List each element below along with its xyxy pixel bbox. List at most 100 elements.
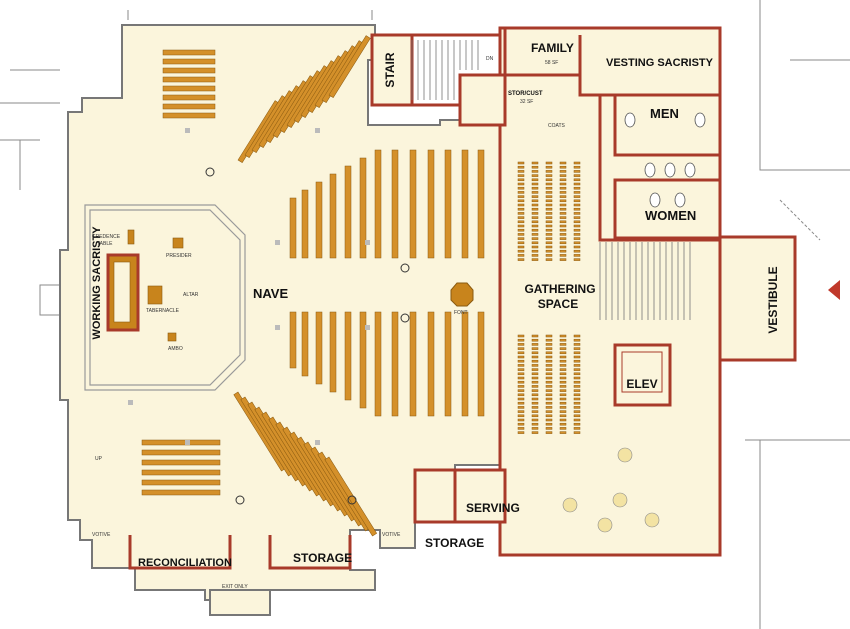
chair bbox=[573, 397, 581, 401]
chair bbox=[573, 334, 581, 338]
chair bbox=[545, 422, 553, 426]
chair bbox=[531, 258, 539, 261]
chair bbox=[573, 254, 581, 257]
chair bbox=[559, 397, 567, 401]
chair bbox=[517, 406, 525, 409]
restroom-fixtures bbox=[624, 112, 706, 208]
chair bbox=[545, 258, 553, 261]
chair bbox=[573, 220, 581, 224]
pew bbox=[444, 149, 452, 259]
label-serving: SERVING bbox=[466, 501, 520, 515]
chair bbox=[573, 241, 581, 245]
chair bbox=[573, 224, 581, 228]
label-votive-left: VOTIVE bbox=[92, 532, 111, 538]
chair bbox=[573, 393, 581, 397]
label-working-sacristy: WORKING SACRISTY bbox=[91, 226, 103, 340]
pew bbox=[162, 76, 216, 83]
pew bbox=[359, 157, 367, 259]
cafe-table bbox=[597, 517, 613, 533]
label-stor-cust: STOR/CUST bbox=[508, 91, 543, 97]
chair bbox=[531, 203, 539, 207]
pew bbox=[477, 149, 485, 259]
chair bbox=[559, 182, 567, 186]
chair bbox=[517, 258, 525, 261]
chair bbox=[573, 195, 581, 198]
chair bbox=[517, 220, 525, 224]
chair bbox=[573, 212, 581, 215]
pew bbox=[162, 103, 216, 110]
chair bbox=[559, 385, 567, 388]
chair bbox=[573, 249, 581, 253]
pew bbox=[289, 197, 297, 259]
baptismal-font-icon bbox=[450, 282, 474, 307]
chair bbox=[573, 182, 581, 186]
chair bbox=[559, 199, 567, 203]
chair bbox=[573, 376, 581, 380]
label-vestibule: VESTIBULE bbox=[766, 266, 780, 333]
chair bbox=[559, 338, 567, 342]
chair bbox=[545, 199, 553, 203]
chair bbox=[545, 347, 553, 350]
cafe-table bbox=[562, 497, 578, 513]
chair bbox=[559, 359, 567, 363]
label-elev: ELEV bbox=[626, 377, 657, 391]
chair bbox=[559, 254, 567, 257]
pew bbox=[162, 94, 216, 101]
label-stair: STAIR bbox=[383, 52, 397, 87]
chair bbox=[545, 207, 553, 211]
chair bbox=[517, 401, 525, 405]
chair bbox=[559, 368, 567, 371]
label-credence-2: TABLE bbox=[97, 241, 113, 247]
chair bbox=[517, 249, 525, 253]
chair bbox=[573, 237, 581, 240]
chair bbox=[531, 414, 539, 418]
chair bbox=[545, 364, 553, 367]
chair bbox=[517, 380, 525, 384]
chair bbox=[545, 351, 553, 355]
chair bbox=[517, 161, 525, 165]
chair bbox=[545, 241, 553, 245]
chair bbox=[517, 368, 525, 371]
chair bbox=[559, 233, 567, 236]
chair bbox=[517, 355, 525, 359]
small-labels: CREDENCE TABLE PRESIDER ALTAR TABERNACLE… bbox=[92, 56, 566, 590]
pew bbox=[162, 112, 216, 119]
chair bbox=[531, 174, 539, 177]
chair bbox=[531, 393, 539, 397]
chair bbox=[531, 343, 539, 346]
chair bbox=[517, 427, 525, 430]
chair bbox=[517, 245, 525, 249]
chair bbox=[559, 228, 567, 232]
pew bbox=[427, 311, 435, 417]
chair bbox=[517, 178, 525, 182]
chair bbox=[559, 191, 567, 194]
chair bbox=[573, 414, 581, 418]
chair bbox=[545, 212, 553, 215]
chair bbox=[531, 191, 539, 194]
chair bbox=[559, 216, 567, 219]
pew bbox=[141, 479, 221, 486]
chair bbox=[573, 359, 581, 363]
pew bbox=[374, 149, 382, 259]
chair bbox=[531, 422, 539, 426]
chair bbox=[559, 207, 567, 211]
chair bbox=[545, 174, 553, 177]
chair bbox=[545, 220, 553, 224]
pew bbox=[141, 439, 221, 446]
chair bbox=[531, 254, 539, 257]
chair bbox=[559, 389, 567, 392]
label-coats: COATS bbox=[548, 123, 566, 129]
pew bbox=[328, 35, 371, 98]
vestibule-wall bbox=[718, 235, 797, 362]
chair bbox=[545, 359, 553, 363]
chair bbox=[531, 245, 539, 249]
chair bbox=[531, 224, 539, 228]
chair bbox=[545, 182, 553, 186]
chair bbox=[545, 380, 553, 384]
chair bbox=[531, 401, 539, 405]
chair bbox=[559, 249, 567, 253]
chair bbox=[545, 368, 553, 371]
chair bbox=[573, 422, 581, 426]
